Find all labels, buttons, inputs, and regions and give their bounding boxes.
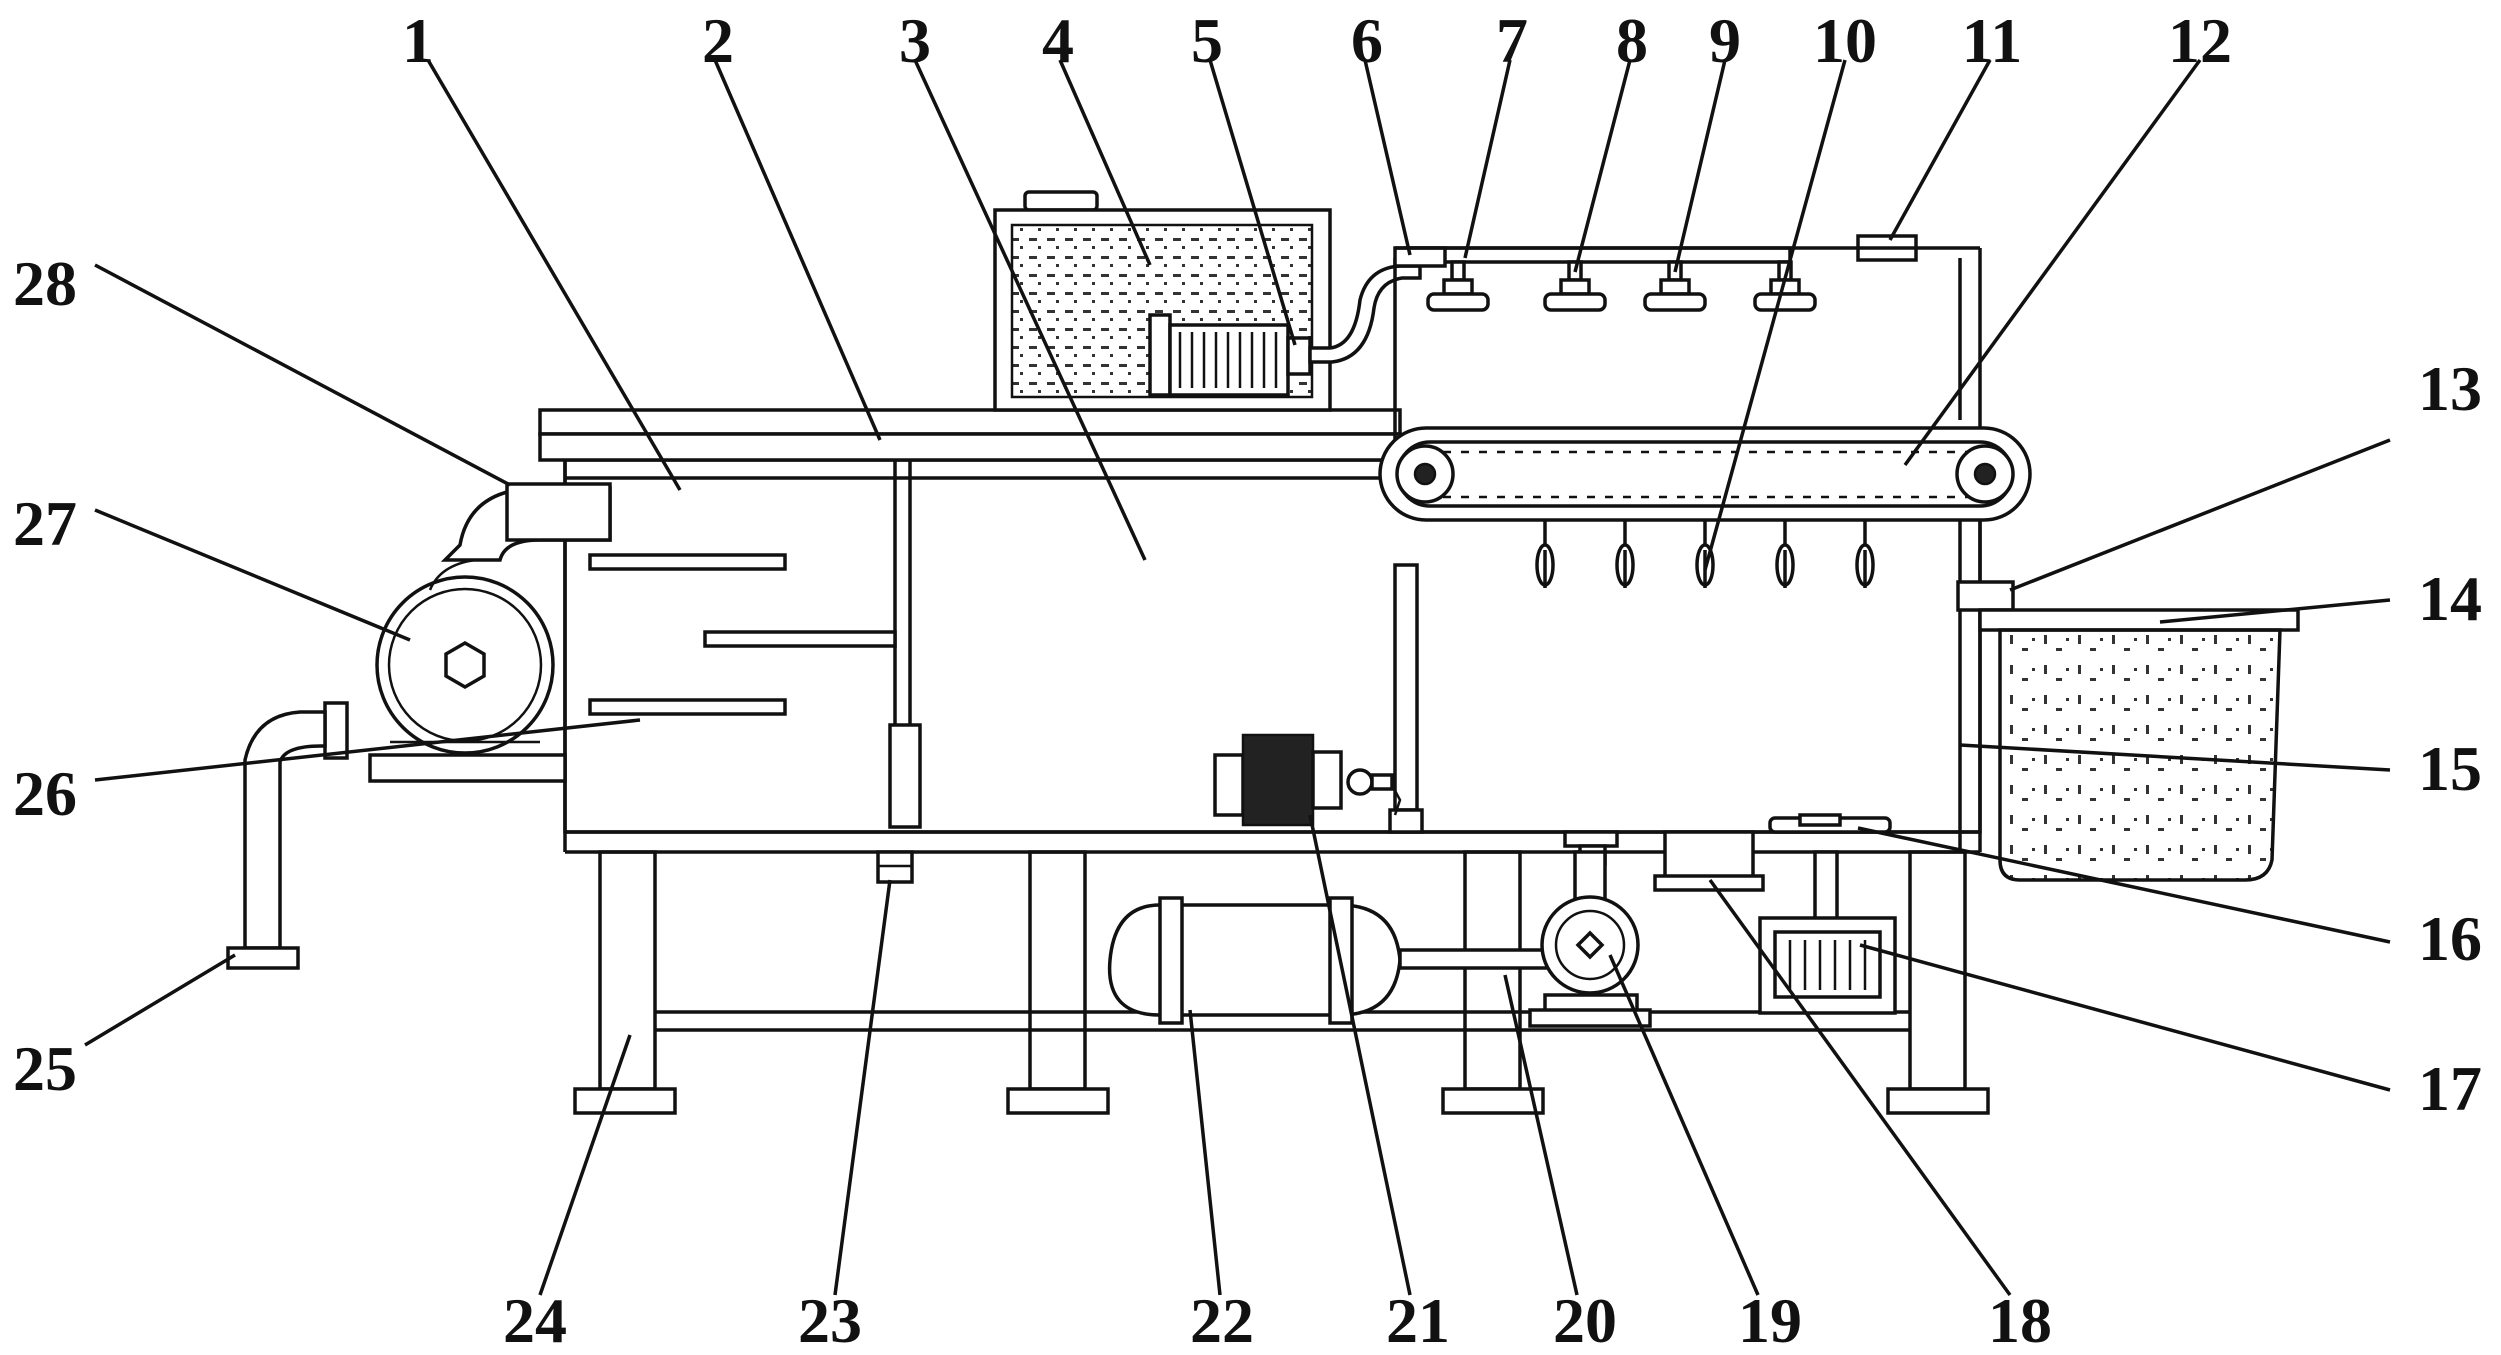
label-8: 8 [1616, 5, 1648, 76]
label-4: 4 [1042, 5, 1074, 76]
label-5: 5 [1191, 5, 1223, 76]
blower-assembly [226, 482, 612, 970]
leader-lines [84, 58, 2391, 1297]
label-12: 12 [2168, 5, 2232, 76]
label-13: 13 [2418, 353, 2482, 424]
label-15: 15 [2418, 733, 2482, 804]
riser-pipe [1393, 563, 1419, 812]
label-20: 20 [1553, 1285, 1617, 1355]
filter-partition [588, 460, 922, 829]
label-2: 2 [702, 5, 734, 76]
label-28: 28 [13, 248, 77, 319]
label-14: 14 [2418, 563, 2482, 634]
label-22: 22 [1190, 1285, 1254, 1355]
label-16: 16 [2418, 903, 2482, 974]
label-21: 21 [1386, 1285, 1450, 1355]
circulation-pump [1213, 733, 1402, 827]
label-11: 11 [1962, 5, 2022, 76]
label-18: 18 [1988, 1285, 2052, 1355]
label-3: 3 [899, 5, 931, 76]
label-6: 6 [1351, 5, 1383, 76]
drive-gearbox [1563, 813, 1897, 1015]
label-25: 25 [13, 1033, 77, 1104]
part-labels: 1 2 3 4 5 6 7 8 9 10 11 12 13 14 15 16 1… [13, 5, 2482, 1355]
label-24: 24 [503, 1285, 567, 1355]
label-10: 10 [1813, 5, 1877, 76]
label-26: 26 [13, 758, 77, 829]
label-7: 7 [1496, 5, 1528, 76]
spray-chamber [1393, 234, 1980, 470]
label-1: 1 [402, 5, 434, 76]
spray-nozzles [1426, 260, 1817, 312]
air-compressor [1107, 850, 1652, 1028]
label-27: 27 [13, 488, 77, 559]
label-17: 17 [2418, 1053, 2482, 1124]
collection-basin [1956, 580, 2300, 882]
top-plate [538, 408, 1402, 462]
hanging-clips [1535, 520, 1875, 588]
label-23: 23 [798, 1285, 862, 1355]
label-9: 9 [1709, 5, 1741, 76]
chemical-tank [993, 190, 1422, 412]
conveyor-belt [1378, 426, 2032, 588]
label-19: 19 [1738, 1285, 1802, 1355]
